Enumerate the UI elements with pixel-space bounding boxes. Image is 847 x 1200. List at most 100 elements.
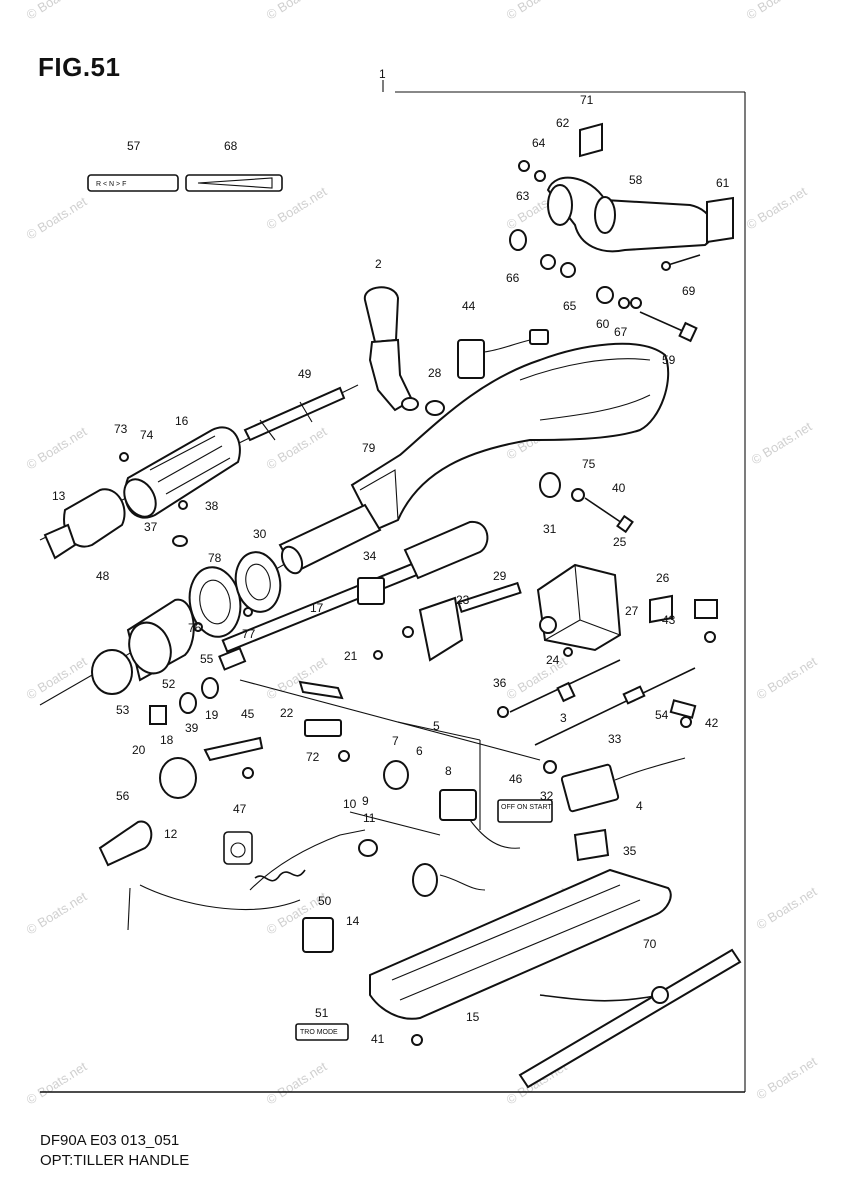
part-number-8: 8 xyxy=(445,764,452,778)
part-66-bushing xyxy=(509,229,527,251)
part-number-79: 79 xyxy=(362,441,376,455)
part-11-clip xyxy=(358,839,378,857)
part-number-76: 76 xyxy=(188,621,202,635)
watermark-text: © Boats.net xyxy=(24,889,90,938)
part-36-clip xyxy=(497,706,509,718)
part-number-69: 69 xyxy=(682,284,696,298)
part-number-6: 6 xyxy=(416,744,423,758)
part-number-16: 16 xyxy=(175,414,189,428)
part-25-throttle-assembly xyxy=(536,563,622,652)
part-40-bolt xyxy=(584,497,634,534)
part-number-48: 48 xyxy=(96,569,110,583)
part-51-mode-label: TRO MODE xyxy=(295,1023,349,1041)
part-number-29: 29 xyxy=(493,569,507,583)
part-26-plate xyxy=(649,594,673,624)
part-number-18: 18 xyxy=(160,733,174,747)
part-56-lanyard-clip xyxy=(98,820,153,867)
part-38-screw xyxy=(178,500,188,510)
part-number-46: 46 xyxy=(509,772,523,786)
part-70-rod xyxy=(518,948,742,1089)
part-number-9: 9 xyxy=(362,794,369,808)
part-77-spring xyxy=(243,607,253,617)
part-number-40: 40 xyxy=(612,481,626,495)
guide-line-bottom xyxy=(239,679,541,761)
part-23-link xyxy=(402,596,464,662)
figure-title: FIG.51 xyxy=(38,52,121,82)
part-number-51: 51 xyxy=(315,1006,329,1020)
part-37-washer xyxy=(172,535,188,547)
part-16-throttle-grip xyxy=(123,426,241,519)
part-number-30: 30 xyxy=(253,527,267,541)
part-number-77: 77 xyxy=(242,627,256,641)
part-43-bracket xyxy=(694,599,718,619)
part-number-61: 61 xyxy=(716,176,730,190)
part-59-bolt xyxy=(639,311,698,343)
part-64-washer-upper xyxy=(534,170,546,182)
part-49-bracket xyxy=(243,386,346,442)
part-47-lanyard-plate xyxy=(223,831,253,865)
part-number-41: 41 xyxy=(371,1032,385,1046)
part-number-37: 37 xyxy=(144,520,158,534)
part-holder-coil xyxy=(159,757,197,799)
part-64-washer-lower xyxy=(630,297,642,309)
part-46-stop-switch-label: OFF ON START xyxy=(497,799,553,823)
part-24-screw-a xyxy=(373,650,383,660)
part-number-5: 5 xyxy=(433,719,440,733)
group-5-line xyxy=(397,721,481,741)
part-number-labels: 1234567891011121314151617181920212223242… xyxy=(52,67,730,1046)
part-number-52: 52 xyxy=(162,677,176,691)
part-68-wedge-label xyxy=(185,174,283,192)
part-31-collar xyxy=(539,472,561,498)
part-3-cable xyxy=(509,659,621,713)
part-58-mount-bracket xyxy=(546,176,715,253)
part-number-21: 21 xyxy=(344,649,358,663)
part-52-sleeve xyxy=(126,598,195,682)
part-63-nut xyxy=(518,160,530,172)
part-71-plate xyxy=(579,122,603,158)
watermark-text: © Boats.net xyxy=(754,654,820,703)
part-number-33: 33 xyxy=(608,732,622,746)
part-number-22: 22 xyxy=(280,706,294,720)
part-number-35: 35 xyxy=(623,844,637,858)
part-number-54: 54 xyxy=(655,708,669,722)
part-number-62: 62 xyxy=(556,116,570,130)
part-number-66: 66 xyxy=(506,271,520,285)
part-number-12: 12 xyxy=(164,827,178,841)
watermark-text: © Boats.net xyxy=(264,424,330,473)
part-number-28: 28 xyxy=(428,366,442,380)
part-number-75: 75 xyxy=(582,457,596,471)
part-number-73: 73 xyxy=(114,422,128,436)
figure-code: DF90A E03 013_051 xyxy=(40,1132,180,1149)
part-2-shift-lever xyxy=(363,286,419,412)
part-50-switch xyxy=(302,917,334,953)
watermark-text: © Boats.net xyxy=(754,1054,820,1103)
watermark-text: © Boats.net xyxy=(744,0,810,23)
part-55-spring xyxy=(193,622,203,632)
part-8-stop-switch xyxy=(439,789,521,849)
part-48-grip-end xyxy=(43,488,126,560)
part-number-68: 68 xyxy=(224,139,238,153)
part-number-20: 20 xyxy=(132,743,146,757)
part-number-1: 1 xyxy=(379,67,386,81)
part-44-switch xyxy=(457,329,549,379)
part-42-bolt-b xyxy=(680,716,692,728)
part-number-71: 71 xyxy=(580,93,594,107)
part-number-27: 27 xyxy=(625,604,639,618)
part-number-32: 32 xyxy=(540,789,554,803)
watermark-text: © Boats.net xyxy=(24,194,90,243)
part-29-plate xyxy=(457,581,522,614)
part-number-19: 19 xyxy=(205,708,219,722)
part-number-47: 47 xyxy=(233,802,247,816)
part-60-washer xyxy=(596,286,614,304)
part-throttle-tube xyxy=(278,503,489,580)
part-number-2: 2 xyxy=(375,257,382,271)
part-number-55: 55 xyxy=(200,652,214,666)
part-number-50: 50 xyxy=(318,894,332,908)
figure-name: OPT:TILLER HANDLE xyxy=(40,1152,190,1169)
part-number-42: 42 xyxy=(705,716,719,730)
part-19-collar xyxy=(201,677,219,699)
part-number-74: 74 xyxy=(140,428,154,442)
part-number-14: 14 xyxy=(346,914,360,928)
part-number-78: 78 xyxy=(208,551,222,565)
part-30-friction-plate xyxy=(234,551,282,613)
